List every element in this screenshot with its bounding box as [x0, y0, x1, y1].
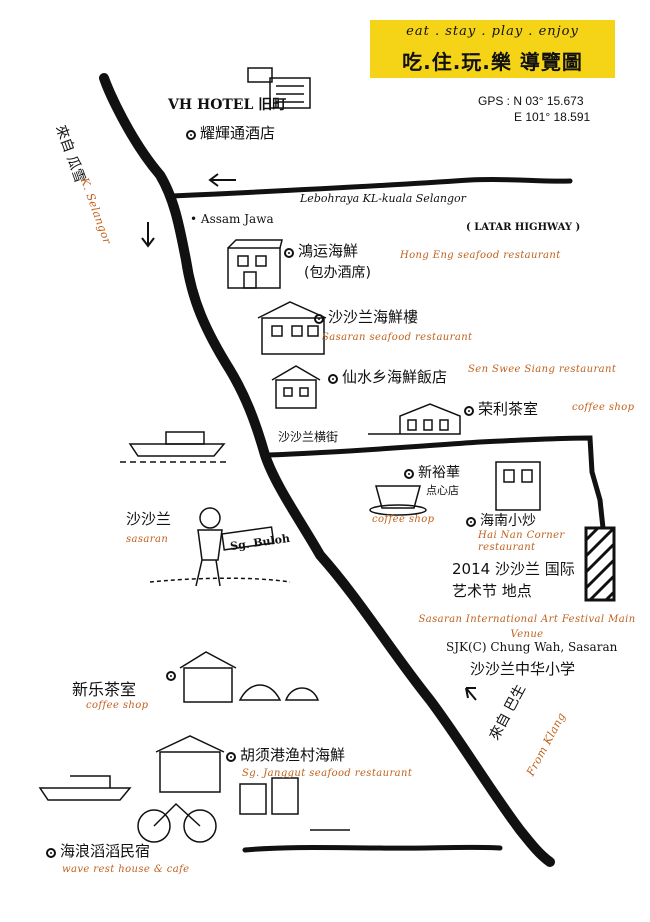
klang-arrow — [465, 687, 477, 701]
hongeng-sketch — [227, 239, 283, 289]
sasaran-town-en: sasaran — [126, 534, 169, 545]
main-road — [99, 73, 555, 867]
title-banner: eat . stay . play . enjoy 吃.住.玩.樂 導覽圖 — [370, 20, 615, 78]
gps-east: E 101° 18.591 — [514, 110, 591, 124]
xinyuhua-sub: 点心店 — [426, 484, 459, 497]
xinyuhua-en: coffee shop — [372, 514, 435, 525]
janggut-label: 胡须港渔村海鮮 — [226, 744, 345, 765]
map-title: 吃.住.玩.樂 導覽圖 — [402, 50, 583, 74]
pin-icon — [186, 130, 196, 140]
xinle-en: coffee shop — [86, 700, 149, 711]
hongeng-sub: (包办酒席) — [304, 265, 371, 281]
highway-arrow — [208, 173, 236, 187]
hotel-logo: VH HOTEL 旧町 — [168, 97, 287, 113]
hotel-sketch — [247, 67, 311, 109]
pin-icon — [166, 671, 176, 681]
latar-label: ( LATAR HIGHWAY ) — [466, 222, 581, 233]
pin-icon — [466, 517, 476, 527]
hainan-sketch — [495, 461, 541, 511]
sasaran-sketch — [257, 301, 327, 355]
shophouse-row-sketch — [368, 403, 461, 435]
hotel-label: 耀輝通酒店 — [186, 122, 275, 143]
sss-sketch — [271, 365, 321, 409]
coffee-cup-sketch — [369, 485, 427, 516]
artfest-en: Sasaran International Art Festival Main … — [418, 614, 636, 640]
street-label: 沙沙兰横街 — [278, 430, 339, 444]
hotel-name: 耀輝通酒店 — [200, 124, 276, 142]
janggut-sketch — [38, 735, 350, 843]
boat-sketch — [120, 431, 230, 463]
rongli-label: 荣利茶室 — [464, 398, 538, 419]
sss-label: 仙水乡海鮮飯店 — [328, 366, 447, 387]
hainan-label: 海南小炒 — [466, 510, 536, 530]
ks-arrow — [141, 222, 155, 248]
highway-road — [169, 176, 573, 199]
pin-icon — [464, 406, 474, 416]
gps-north: GPS : N 03° 15.673 — [478, 94, 584, 108]
assam-jawa-label: • Assam Jawa — [190, 212, 274, 226]
person-sketch — [149, 507, 291, 587]
hongeng-en: Hong Eng seafood restaurant — [400, 250, 561, 261]
wave-label: 海浪滔滔民宿 — [46, 840, 150, 861]
hongeng-label: 鴻运海鮮 — [284, 240, 358, 261]
pin-icon — [328, 374, 338, 384]
sasaran-en: Sasaran seafood restaurant — [322, 332, 473, 343]
rongli-en: coffee shop — [572, 402, 635, 413]
sasaran-label: 沙沙兰海鮮樓 — [314, 306, 418, 327]
hainan-en: Hai Nan Corner restaurant — [478, 530, 565, 553]
highway-label: Lebohraya KL-kuala Selangor — [300, 192, 466, 205]
xinle-label: 新乐茶室 — [72, 680, 137, 699]
wave-en: wave rest house & cafe — [62, 864, 190, 875]
pin-icon — [404, 469, 414, 479]
janggut-en: Sg. Janggut seafood restaurant — [242, 768, 413, 779]
pin-icon — [226, 752, 236, 762]
pin-icon — [46, 848, 56, 858]
xinyuhua-label: 新裕華 — [404, 462, 460, 482]
bottom-road — [242, 844, 503, 853]
school-name: SJK(C) Chung Wah, Sasaran — [446, 640, 618, 654]
pin-icon — [314, 314, 324, 324]
school-zh: 沙沙兰中华小学 — [470, 660, 576, 678]
xinle-sketch — [179, 651, 320, 703]
pin-icon — [284, 248, 294, 258]
sss-en: Sen Swee Siang restaurant — [468, 364, 617, 375]
artfest-zh: 2014 沙沙兰 国际艺术节 地点 — [452, 560, 575, 600]
branch-road — [265, 435, 606, 531]
sasaran-town-zh: 沙沙兰 — [126, 510, 172, 528]
tagline: eat . stay . play . enjoy — [406, 24, 579, 39]
